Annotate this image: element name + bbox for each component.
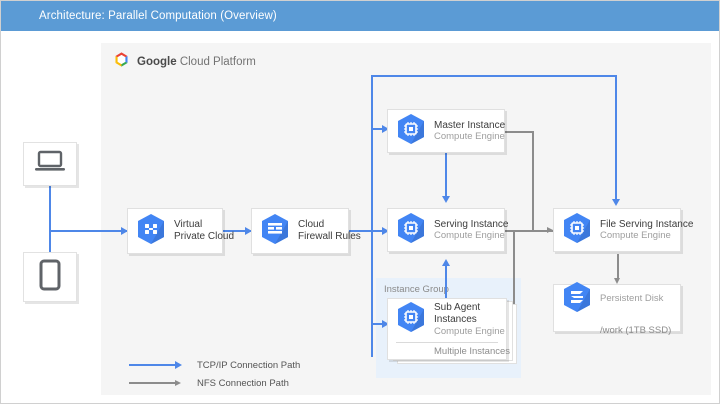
- node-persistent-disk-capacity: /work (1TB SSD): [600, 324, 672, 336]
- node-subagent-labels: Sub Agent Instances Compute Engine: [434, 302, 505, 337]
- arrowhead-into-serving-bottom: [442, 259, 450, 266]
- legend-line-blue: [129, 361, 185, 369]
- subagent-divider: [396, 342, 498, 343]
- connector-bus-to-subagent: [371, 323, 387, 325]
- connector-master-nfs-out: [505, 131, 533, 133]
- title-bar: Architecture: Parallel Computation (Over…: [1, 1, 719, 31]
- node-serving-subtitle: Compute Engine: [434, 230, 505, 242]
- node-serving-instance[interactable]: Serving Instance Compute Engine: [387, 208, 509, 252]
- node-vpc-line2: Private Cloud: [174, 231, 235, 242]
- gcp-brand-label: Google Cloud Platform: [137, 56, 256, 68]
- legend-label-nfs: NFS Connection Path: [197, 377, 289, 389]
- node-subagent-title-1: Sub Agent: [434, 302, 481, 314]
- arrowhead-into-file-serving-left: [547, 227, 553, 233]
- node-firewall-labels: Cloud Firewall Rules: [298, 219, 361, 243]
- node-subagent-subtitle: Compute Engine: [434, 325, 505, 337]
- connector-master-nfs-down: [532, 131, 534, 231]
- arrowhead-into-serving-left: [382, 227, 389, 235]
- legend-seg-blue: [129, 364, 177, 366]
- legend-arrowhead-gray: [175, 379, 181, 386]
- node-firewall-line1: Cloud: [298, 219, 325, 231]
- node-serving-title: Serving Instance: [434, 218, 509, 230]
- mobile-device-icon: [38, 258, 62, 297]
- node-file-serving-subtitle: Compute Engine: [600, 230, 671, 242]
- connector-right-blue-down: [615, 75, 617, 200]
- connector-fileserving-to-disk: [617, 254, 619, 280]
- arrowhead-into-serving-top: [442, 196, 450, 203]
- legend-line-gray: [129, 379, 185, 387]
- connector-bus-to-master: [371, 128, 387, 130]
- connector-serving-nfs-out: [505, 230, 553, 232]
- connector-firewall-to-bus: [349, 230, 373, 232]
- node-master-subtitle: Compute Engine: [434, 131, 505, 143]
- node-master-title: Master Instance: [434, 119, 506, 131]
- node-persistent-disk-title: Persistent Disk: [600, 293, 664, 305]
- node-persistent-disk[interactable]: Persistent Disk /work (1TB SSD): [553, 281, 681, 336]
- node-cloud-firewall-rules[interactable]: Cloud Firewall Rules: [251, 208, 361, 254]
- node-vpc-line1: Virtual: [174, 219, 203, 231]
- gcp-brand-rest: Cloud Platform: [176, 56, 256, 68]
- node-sub-agent-instances[interactable]: Sub Agent Instances Compute Engine Multi…: [387, 298, 511, 360]
- gcp-brand-bold: Google: [137, 56, 177, 68]
- legend-arrowhead-blue: [175, 361, 182, 369]
- arrowhead-into-file-serving-top: [612, 199, 620, 206]
- connector-subagent-nfs-up: [513, 230, 515, 345]
- node-persistent-disk-labels: Persistent Disk: [600, 293, 663, 304]
- node-vpc-labels: Virtual Private Cloud: [174, 219, 234, 243]
- arrowhead-into-master: [382, 125, 389, 133]
- connector-top-blue-rail: [371, 75, 617, 77]
- compute-engine-hexagon-icon: [562, 212, 592, 249]
- legend-label-tcpip: TCP/IP Connection Path: [197, 359, 301, 371]
- connector-bus-to-serving: [371, 230, 387, 232]
- laptop-icon: [33, 149, 67, 180]
- arrowhead-into-firewall: [245, 227, 252, 235]
- legend-item-tcpip: TCP/IP Connection Path: [129, 356, 300, 374]
- node-firewall-line2: Firewall Rules: [298, 231, 361, 242]
- arrowhead-into-persistent-disk: [614, 278, 620, 284]
- compute-engine-hexagon-icon: [396, 301, 426, 338]
- node-subagent-title-2: Instances: [434, 313, 477, 325]
- node-file-serving-title: File Serving Instance: [600, 218, 694, 230]
- node-master-instance[interactable]: Master Instance Compute Engine: [387, 109, 505, 153]
- node-file-serving-instance[interactable]: File Serving Instance Compute Engine: [553, 208, 693, 252]
- arrowhead-into-subagent: [382, 320, 389, 328]
- client-laptop-tile[interactable]: [23, 142, 77, 186]
- node-subagent-count: Multiple Instances: [434, 346, 511, 357]
- legend-item-nfs: NFS Connection Path: [129, 374, 300, 392]
- connector-subagent-to-serving: [445, 262, 447, 304]
- legend: TCP/IP Connection Path NFS Connection Pa…: [129, 356, 300, 392]
- node-master-labels: Master Instance Compute Engine: [434, 120, 505, 143]
- instance-group-label: Instance Group: [384, 284, 449, 295]
- persistent-disk-hexagon-icon: [562, 281, 592, 318]
- connector-master-to-serving: [445, 153, 447, 197]
- node-serving-labels: Serving Instance Compute Engine: [434, 219, 509, 242]
- arrowhead-into-vpc: [121, 227, 128, 235]
- legend-seg-gray: [129, 382, 177, 384]
- page-title: Architecture: Parallel Computation (Over…: [39, 10, 277, 22]
- google-cloud-hexagon-logo-icon: [113, 51, 130, 73]
- subagent-top-row: Sub Agent Instances Compute Engine: [396, 301, 505, 338]
- compute-engine-hexagon-icon: [396, 212, 426, 249]
- connector-vpc-to-firewall: [223, 230, 251, 232]
- client-mobile-tile[interactable]: [23, 252, 77, 302]
- cloud-firewall-rules-hexagon-icon: [260, 213, 290, 250]
- connector-laptop-to-bus: [49, 186, 51, 254]
- persistent-disk-top-row: Persistent Disk: [562, 281, 672, 318]
- virtual-private-cloud-hexagon-icon: [136, 213, 166, 250]
- connector-bus-to-vpc: [49, 230, 127, 232]
- gcp-brand-header: Google Cloud Platform: [113, 51, 256, 73]
- connector-vertical-blue-bus: [371, 75, 373, 357]
- node-virtual-private-cloud[interactable]: Virtual Private Cloud: [127, 208, 234, 254]
- compute-engine-hexagon-icon: [396, 113, 426, 150]
- node-file-serving-labels: File Serving Instance Compute Engine: [600, 219, 693, 242]
